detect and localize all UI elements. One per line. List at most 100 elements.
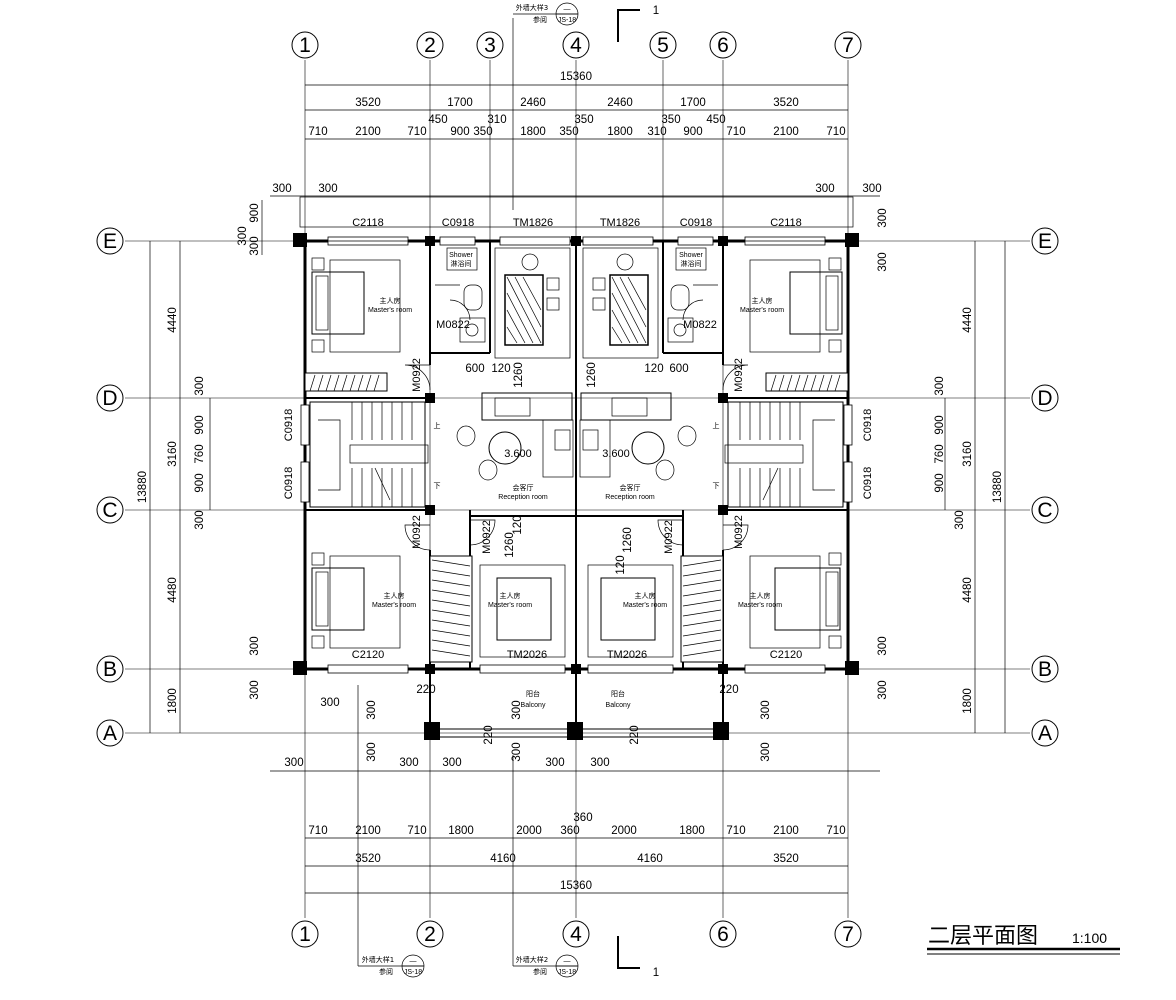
dim-total-top: 15360 — [560, 71, 592, 83]
room-name-en: Reception room — [498, 494, 548, 501]
dim-text: 2000 — [516, 825, 542, 837]
axis-label: 2 — [424, 34, 436, 57]
dim-text: 220 — [629, 725, 641, 744]
right-dimensions: 13880 4440 3160 4480 1800 300 300 300 90… — [760, 208, 1006, 762]
door-labels: M0822 M0822 M0922 M0922 M0922 M0922 M092… — [411, 319, 745, 554]
axis-bubbles-left: E D C B A — [96, 227, 124, 747]
drawing-title: 二层平面图 — [928, 924, 1038, 949]
room-name-en: Master's room — [623, 602, 667, 609]
lounge-furniture — [456, 392, 697, 481]
detail-title: 外墙大样1 — [362, 955, 394, 964]
axis-label: 4 — [570, 923, 582, 946]
room-name: 淋浴间 — [681, 259, 702, 268]
detail-sub: 参阅 — [379, 967, 393, 976]
axis-label: E — [1038, 230, 1052, 253]
dim-text: 900 — [194, 415, 206, 434]
dim-text: 300 — [862, 183, 881, 195]
dim-text: 1800 — [167, 688, 179, 714]
window-label: C0918 — [680, 217, 712, 229]
dim-text: 1800 — [607, 126, 633, 138]
dim-text: 2100 — [773, 825, 799, 837]
dim-text: 2100 — [355, 825, 381, 837]
room-labels: 主人房 Master's room 主人房 Master's room 主人房 … — [368, 252, 784, 709]
window-label: C2118 — [352, 217, 384, 229]
room-name: 主人房 — [380, 296, 401, 305]
axis-label: B — [103, 658, 117, 681]
stair-up-label: 上 — [713, 421, 720, 430]
dim-text: 1800 — [962, 688, 974, 714]
dim-text: 120 — [512, 515, 524, 534]
axis-label: A — [1038, 722, 1052, 745]
window-label: C2118 — [770, 217, 802, 229]
dim-text: 1260 — [586, 362, 598, 388]
door-label: M0922 — [733, 358, 745, 392]
dim-text: 300 — [877, 208, 889, 227]
detail-title: 外墙大样3 — [516, 3, 548, 12]
room-name: 阳台 — [611, 689, 625, 698]
dim-text: 1800 — [520, 126, 546, 138]
axis-label: 6 — [717, 923, 729, 946]
dim-text: 4440 — [167, 307, 179, 333]
dim-text: 900 — [450, 126, 469, 138]
dim-text: 710 — [726, 126, 745, 138]
window-openings — [300, 236, 853, 674]
door-label: M0922 — [411, 358, 423, 392]
dim-text: 360 — [573, 812, 592, 824]
axis-label: C — [102, 499, 117, 522]
dim-text: 1700 — [680, 97, 706, 109]
dim-text: 2100 — [773, 126, 799, 138]
dim-text: 300 — [366, 700, 378, 719]
dim-text: 2000 — [611, 825, 637, 837]
dim-text: 300 — [194, 376, 206, 395]
room-name-en: Master's room — [368, 307, 412, 314]
bottom-dimensions: 300 300 300 300 300 300 710 2100 710 180… — [270, 697, 880, 894]
dim-text: 300 — [318, 183, 337, 195]
dim-text: 710 — [407, 126, 426, 138]
dim-text: 350 — [473, 126, 492, 138]
door-label: M0922 — [663, 520, 675, 554]
room-name: 会客厅 — [513, 483, 534, 492]
dim-text: 2460 — [607, 97, 633, 109]
dim-text: 450 — [428, 114, 447, 126]
floor-level: 3.600 — [504, 448, 532, 460]
dim-text: 760 — [194, 444, 206, 463]
dim-text: 4440 — [962, 307, 974, 333]
dim-text: 120 — [491, 363, 510, 375]
dim-text: 300 — [194, 510, 206, 529]
dim-text: 300 — [934, 376, 946, 395]
dim-text: 1800 — [679, 825, 705, 837]
structural-columns — [293, 233, 859, 740]
dim-text: 4160 — [490, 853, 516, 865]
axis-label: 5 — [657, 34, 669, 57]
dim-text: 13880 — [137, 471, 149, 503]
detail-num: — — [564, 958, 571, 965]
dim-text: 120 — [615, 555, 627, 574]
dim-text: 350 — [559, 126, 578, 138]
axis-label: 4 — [570, 34, 582, 57]
dim-text: 2460 — [520, 97, 546, 109]
left-dimensions: 13880 4440 3160 4480 1800 900 300 300 30… — [137, 200, 378, 762]
drawing-title-block: 二层平面图 1:100 — [927, 924, 1120, 955]
section-label: 1 — [653, 5, 659, 17]
dim-text: 300 — [249, 636, 261, 655]
dim-text: 900 — [934, 473, 946, 492]
dim-text: 300 — [442, 757, 461, 769]
dim-text: 900 — [683, 126, 702, 138]
detail-num: — — [410, 958, 417, 965]
staircases — [309, 401, 844, 508]
dim-text: 300 — [237, 226, 249, 245]
dim-text: 13880 — [992, 471, 1004, 503]
dim-text: 760 — [934, 444, 946, 463]
dim-text: 300 — [590, 757, 609, 769]
dim-text: 300 — [760, 700, 772, 719]
detail-num: — — [564, 6, 571, 13]
dim-text: 300 — [399, 757, 418, 769]
dim-text: 300 — [545, 757, 564, 769]
axis-bubbles-bottom: 1 2 4 6 7 — [291, 920, 862, 948]
room-name: 主人房 — [500, 591, 521, 600]
room-name-en: Master's room — [488, 602, 532, 609]
dim-text: 300 — [877, 636, 889, 655]
closet-racks — [494, 247, 659, 359]
axis-label: 6 — [717, 34, 729, 57]
